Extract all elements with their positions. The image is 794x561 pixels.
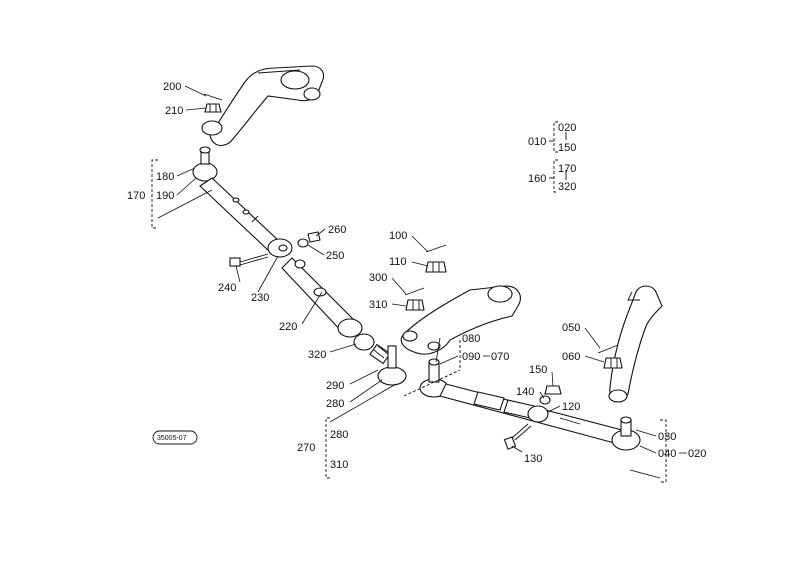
label-200: 200 <box>163 81 181 93</box>
callout-labels: 200 210 180 190 170 260 250 240 230 220 … <box>127 81 706 471</box>
nut-260 <box>307 231 321 243</box>
bolt-130 <box>503 423 532 450</box>
legend-brackets <box>549 121 567 193</box>
legend-170: 170 <box>558 163 576 175</box>
label-230: 230 <box>251 292 269 304</box>
legend-160: 160 <box>528 173 546 185</box>
label-120: 120 <box>562 401 580 413</box>
tie-rod-end-040 <box>611 416 641 451</box>
drag-link-tube <box>199 177 281 253</box>
figure-code: 35005-07 <box>157 435 187 442</box>
label-070: 070 <box>491 351 509 363</box>
legend-010: 010 <box>528 136 546 148</box>
label-310b: 310 <box>330 459 348 471</box>
label-290: 290 <box>326 380 344 392</box>
clamp-120 <box>527 405 549 423</box>
bracket-020 <box>629 419 667 483</box>
label-140: 140 <box>516 386 534 398</box>
legend-labels: 010 020 150 160 170 320 <box>528 122 576 193</box>
clamp-230 <box>267 238 293 258</box>
label-060: 060 <box>562 351 580 363</box>
label-030: 030 <box>658 431 676 443</box>
cotter-pin-200 <box>203 93 223 101</box>
lock-nut-320 <box>353 333 375 351</box>
bracket-170 <box>151 159 213 229</box>
castle-nut-060 <box>603 357 623 369</box>
label-270: 270 <box>297 442 315 454</box>
legend-020: 020 <box>558 122 576 134</box>
rod-220 <box>281 257 363 338</box>
leader-lines <box>176 85 657 454</box>
ball-joint-190 <box>192 146 218 182</box>
label-260: 260 <box>328 224 346 236</box>
tie-rod-end-090 <box>419 358 449 398</box>
label-320: 320 <box>308 349 326 361</box>
castle-nut-210 <box>204 103 222 113</box>
castle-nut-310 <box>405 299 425 311</box>
label-190: 190 <box>156 190 174 202</box>
cotter-pin-050 <box>597 344 619 354</box>
cotter-pin-300 <box>404 287 425 296</box>
label-080: 080 <box>462 333 480 345</box>
label-280b: 280 <box>330 429 348 441</box>
label-150: 150 <box>529 364 547 376</box>
right-knuckle-arm <box>608 285 663 403</box>
bracket-270 <box>325 383 397 479</box>
label-300: 300 <box>369 272 387 284</box>
upper-steering-arm <box>201 65 325 146</box>
nut-150 <box>544 385 562 395</box>
washer-140 <box>539 395 551 405</box>
label-220: 220 <box>279 321 297 333</box>
washer-250 <box>297 238 309 248</box>
label-240: 240 <box>218 282 236 294</box>
bracket-070 <box>403 340 461 397</box>
label-280a: 280 <box>326 398 344 410</box>
legend-320: 320 <box>558 181 576 193</box>
label-110: 110 <box>389 256 407 268</box>
label-100: 100 <box>389 230 407 242</box>
label-090: 090 <box>462 351 480 363</box>
knuckle-arm <box>400 285 521 355</box>
label-180: 180 <box>156 171 174 183</box>
label-250: 250 <box>326 250 344 262</box>
figure-code-badge: 35005-07 <box>152 430 198 445</box>
label-210: 210 <box>165 105 183 117</box>
label-310: 310 <box>369 299 387 311</box>
cotter-pin-100 <box>425 244 447 253</box>
label-020: 020 <box>688 448 706 460</box>
castle-nut-110 <box>425 261 447 273</box>
label-040: 040 <box>658 448 676 460</box>
label-130: 130 <box>524 453 542 465</box>
label-170: 170 <box>127 190 145 202</box>
legend-150: 150 <box>558 142 576 154</box>
tie-rod-end-280 <box>369 343 407 386</box>
label-050: 050 <box>562 322 580 334</box>
bolt-240 <box>229 253 269 267</box>
